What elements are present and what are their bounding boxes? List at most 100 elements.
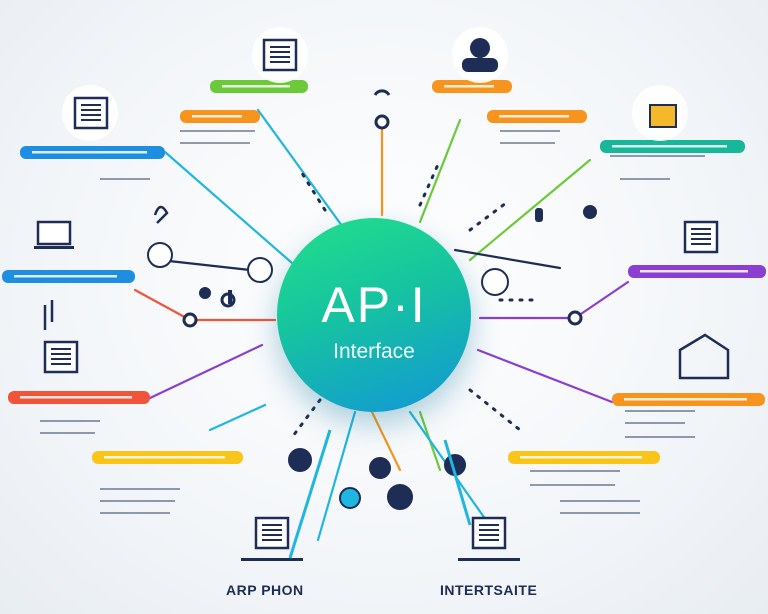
label-bar-text [222, 85, 290, 88]
dotted-connector [468, 388, 522, 432]
dotted-connector [288, 398, 322, 442]
connector-line [418, 118, 462, 224]
description-line [100, 500, 175, 502]
lock-icon [535, 208, 543, 222]
description-line [100, 178, 150, 180]
document-icon-line [270, 61, 290, 63]
description-line [625, 410, 695, 412]
document-icon-line [81, 104, 101, 106]
connector-line [208, 403, 267, 432]
document-icon-line [262, 534, 282, 536]
label-bar-text [20, 396, 132, 399]
cloud-icon [373, 89, 391, 96]
description-line [180, 142, 250, 144]
description-line [625, 436, 695, 438]
node-dot [182, 312, 198, 328]
description-line [610, 155, 705, 157]
node-dot [374, 114, 390, 130]
label-bar-text [192, 115, 242, 118]
dotted-connector [418, 158, 442, 207]
description-line [625, 422, 685, 424]
document-icon-line [691, 228, 711, 230]
connector-line [453, 248, 562, 270]
node-circle [247, 257, 273, 283]
document-icon-line [51, 353, 71, 355]
document-icon-line [691, 233, 711, 235]
key-icon [153, 205, 169, 224]
node-circle [481, 268, 509, 296]
document-icon-line [81, 109, 101, 111]
lock-icon [649, 104, 677, 128]
description-line [40, 432, 95, 434]
description-line [40, 420, 100, 422]
dotted-connector [468, 198, 512, 232]
user-icon-body [462, 58, 498, 72]
node-dot [567, 310, 583, 326]
user-icon [199, 287, 211, 299]
gear-icon [583, 205, 597, 219]
node-circle [288, 448, 312, 472]
node-circle [147, 242, 173, 268]
node-circle [387, 484, 413, 510]
node-circle [369, 457, 391, 479]
description-line [560, 500, 640, 502]
document-icon-line [479, 524, 499, 526]
document-icon [43, 340, 79, 374]
label-bar-text [612, 145, 727, 148]
laptop-icon [36, 220, 72, 246]
connector-line [148, 343, 264, 400]
description-line [100, 512, 170, 514]
label-bar-text [104, 456, 225, 459]
description-line [500, 130, 560, 132]
document-icon [683, 220, 719, 254]
document-icon-line [270, 51, 290, 53]
document-icon-line [691, 238, 711, 240]
connector-line [256, 108, 347, 232]
document-icon-line [262, 539, 282, 541]
document-icon-line [262, 524, 282, 526]
description-line [180, 130, 255, 132]
description-line [560, 512, 640, 514]
building-icon [678, 333, 730, 380]
document-icon-line [51, 348, 71, 350]
document-icon [254, 516, 290, 550]
server-icon [228, 290, 232, 304]
description-line [100, 488, 180, 490]
connector-line [316, 410, 357, 542]
connector-line [133, 288, 192, 322]
description-line [500, 142, 555, 144]
stand-base [458, 558, 520, 561]
document-icon [471, 516, 507, 550]
api-hub-circle: AP·I Interface [277, 218, 471, 412]
document-icon-line [270, 46, 290, 48]
connector-line [370, 410, 402, 472]
label-bar-text [624, 398, 747, 401]
label-bar-text [32, 151, 147, 154]
phone-icon [43, 300, 54, 330]
label-bar-text [444, 85, 494, 88]
label-bar-text [520, 456, 642, 459]
document-icon-line [51, 363, 71, 365]
document-icon-line [262, 529, 282, 531]
connector-line [163, 150, 302, 272]
connector-line [468, 158, 592, 262]
document-icon-line [270, 56, 290, 58]
document-icon-line [479, 534, 499, 536]
document-icon [73, 96, 109, 130]
laptop-icon-base [34, 246, 74, 249]
connector-line [476, 348, 614, 404]
label-bar-text [640, 270, 748, 273]
document-icon-line [51, 358, 71, 360]
connector-line [288, 429, 332, 559]
document-icon [262, 38, 298, 72]
hub-subtitle: Interface [333, 340, 415, 363]
description-line [530, 470, 620, 472]
label-bar-text [14, 275, 117, 278]
hub-title: AP·I [321, 277, 427, 333]
document-icon-line [81, 119, 101, 121]
document-icon-line [691, 243, 711, 245]
description-line [620, 178, 670, 180]
connector-line [443, 439, 472, 526]
connector-line [158, 258, 252, 272]
user-icon [470, 38, 490, 58]
